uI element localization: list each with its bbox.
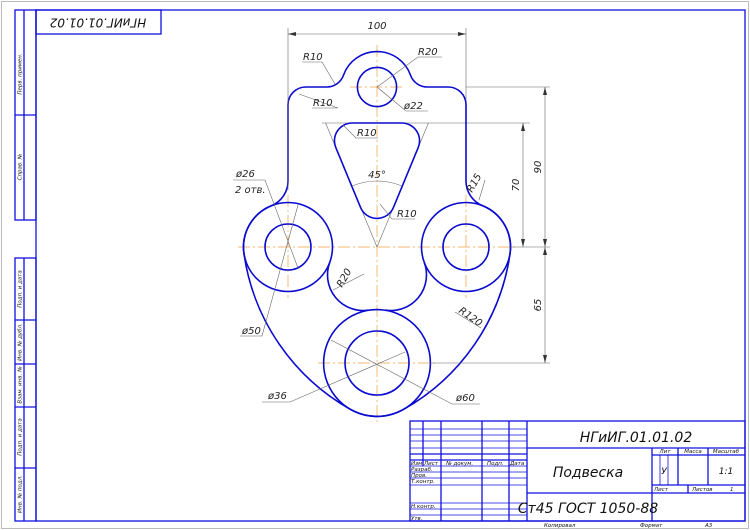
side-label: Подп. и дата bbox=[18, 418, 24, 456]
side-label: Инв. № дубл. bbox=[18, 323, 24, 361]
col-izm: Изм bbox=[411, 461, 422, 467]
document-code: НГиИГ.01.01.02 bbox=[580, 430, 693, 446]
dim-height-top: 90 bbox=[533, 161, 544, 174]
dim-r120: R120 bbox=[456, 305, 484, 329]
dim-d60: ø60 bbox=[455, 393, 475, 404]
scale-value: 1:1 bbox=[719, 467, 733, 477]
dim-d26: ø26 bbox=[235, 169, 255, 180]
mass-label: Масса bbox=[684, 449, 702, 455]
material: Ст45 ГОСТ 1050-88 bbox=[518, 501, 658, 517]
side-label: Подп. и дата bbox=[18, 270, 24, 308]
dim-holes: 2 отв. bbox=[235, 185, 266, 196]
triangle-cutout bbox=[333, 122, 421, 220]
right-hole bbox=[442, 223, 490, 271]
copied-label: Копировал bbox=[544, 523, 576, 529]
lit-label: Лит bbox=[659, 449, 672, 455]
side-label: Инв. № подл. bbox=[18, 475, 24, 513]
sheet-label: Лист bbox=[653, 487, 669, 493]
role-developer: Разраб. bbox=[411, 467, 433, 473]
left-hole bbox=[264, 223, 312, 271]
col-list: Лист bbox=[423, 461, 439, 467]
dim-angle: 45° bbox=[368, 170, 386, 181]
role-tech-control: Т.контр. bbox=[411, 479, 435, 485]
part-contour bbox=[242, 50, 512, 418]
dim-r10-a: R10 bbox=[303, 52, 323, 63]
role-checker: Пров. bbox=[411, 473, 427, 479]
sheets-label: Листов bbox=[691, 487, 713, 493]
dim-r10-b: R10 bbox=[313, 98, 333, 109]
dim-width: 100 bbox=[367, 21, 386, 32]
dimension-lines bbox=[233, 28, 550, 405]
sheets-value: 1 bbox=[730, 487, 734, 493]
center-lines bbox=[238, 45, 518, 422]
side-strip: Перв. примен. Справ. № Подп. и дата Инв.… bbox=[14, 9, 37, 522]
top-hole bbox=[356, 66, 398, 108]
bottom-hole bbox=[344, 330, 410, 396]
mirrored-code: НГиИГ.01.01.02 bbox=[50, 16, 146, 30]
format-label: Формат bbox=[640, 523, 663, 529]
dim-d22: ø22 bbox=[403, 101, 423, 112]
side-label: Взам. инв. № bbox=[18, 366, 24, 404]
part-name: Подвеска bbox=[553, 465, 623, 481]
dim-r10-tri-top: R10 bbox=[357, 128, 377, 139]
dim-r10-tri-bottom: R10 bbox=[397, 209, 417, 220]
col-doc: № докум. bbox=[445, 461, 473, 467]
format-value: А3 bbox=[704, 523, 713, 529]
side-label: Перв. примен. bbox=[18, 53, 24, 95]
fillet-left bbox=[326, 262, 369, 312]
dim-r20-top: R20 bbox=[418, 47, 438, 58]
dim-r20-mid: R20 bbox=[335, 267, 354, 290]
dim-triangle-height: 70 bbox=[511, 179, 522, 192]
side-label: Справ. № bbox=[18, 153, 24, 180]
dimension-labels: 100 90 70 65 R10 R10 R20 ø22 R10 45° R10… bbox=[235, 21, 544, 404]
role-approved: Утв. bbox=[411, 516, 423, 522]
lit-value: У bbox=[661, 467, 667, 477]
mirrored-code-box: НГиИГ.01.01.02 bbox=[35, 9, 162, 35]
role-norm-control: Н.контр. bbox=[411, 504, 436, 510]
scale-label: Масштаб bbox=[713, 449, 740, 455]
dim-height-bottom: 65 bbox=[533, 299, 544, 312]
dim-d50: ø50 bbox=[241, 326, 261, 337]
col-sign: Подп. bbox=[487, 461, 504, 467]
col-date: Дата bbox=[509, 461, 525, 467]
left-boss bbox=[242, 201, 334, 293]
fillet-right bbox=[385, 262, 428, 312]
title-block: Изм Лист № докум. Подп. Дата Разраб. Про… bbox=[409, 420, 746, 529]
dim-d36: ø36 bbox=[267, 391, 287, 402]
